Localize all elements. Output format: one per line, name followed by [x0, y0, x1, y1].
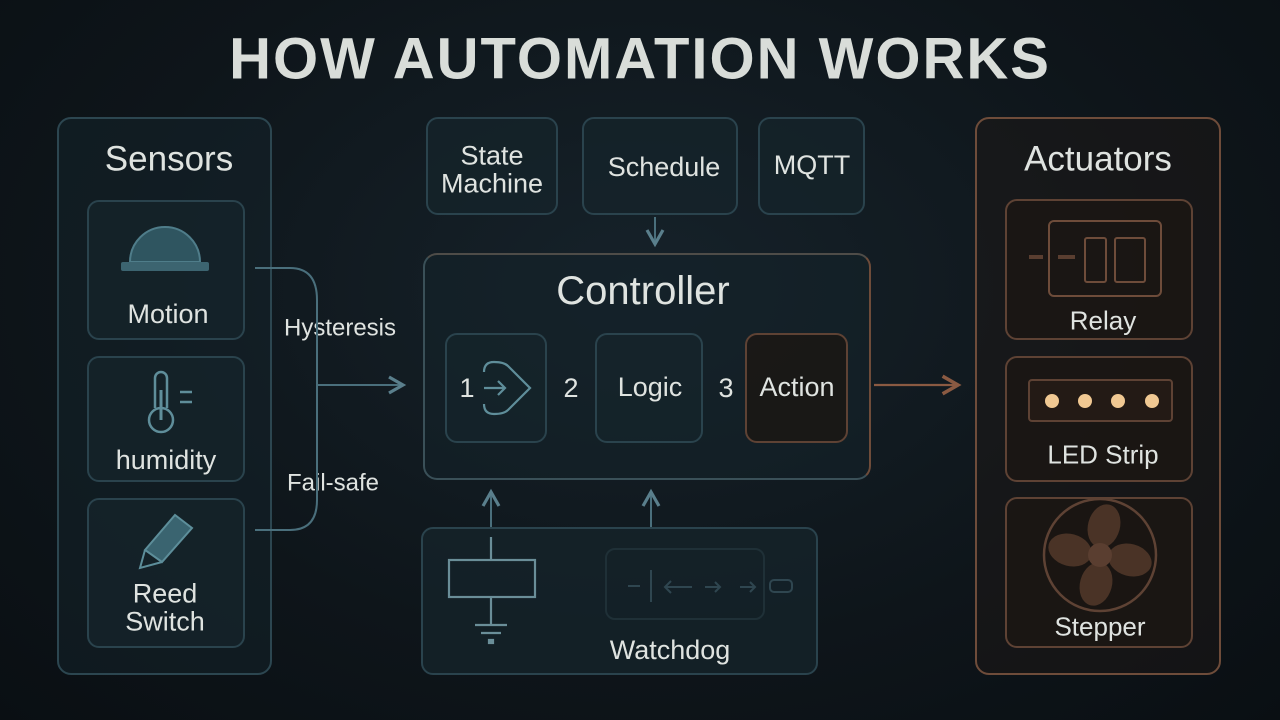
- hysteresis-label: Hysteresis: [283, 314, 397, 342]
- step-number: 1: [459, 372, 475, 403]
- thermometer-icon: [147, 370, 192, 434]
- input-arrow-icon: [482, 360, 532, 416]
- sensor-label: humidity: [115, 444, 217, 475]
- fan-icon: [1042, 497, 1158, 613]
- state-machine-box[interactable]: [426, 117, 558, 215]
- action-box[interactable]: [745, 333, 848, 443]
- action-label: Action: [759, 371, 835, 402]
- watchdog-timer-box: [605, 548, 765, 620]
- motion-sensor-icon: [121, 226, 209, 271]
- relay-symbol-icon: [447, 537, 537, 645]
- watchdog-label: Watchdog: [609, 634, 731, 665]
- reed-switch-icon: [138, 513, 194, 570]
- actuator-label: Stepper: [1054, 611, 1146, 642]
- controller-title: Controller: [556, 269, 730, 313]
- timer-arrows-icon: [628, 570, 793, 602]
- actuator-label: Relay: [1069, 305, 1137, 336]
- logic-label: Logic: [617, 371, 683, 402]
- sensor-label: Reed Switch: [125, 578, 205, 637]
- fail-safe-label: Fail-safe: [286, 469, 380, 497]
- mqtt-box[interactable]: [758, 117, 865, 215]
- logic-box[interactable]: [595, 333, 703, 443]
- mqtt-label: MQTT: [773, 149, 851, 180]
- led-strip-icon: [1028, 379, 1173, 422]
- state-machine-label: State Machine: [440, 140, 544, 199]
- sensor-card-reed-switch[interactable]: [87, 498, 245, 648]
- step-number: 3: [718, 372, 734, 403]
- actuators-title: Actuators: [1024, 139, 1172, 179]
- page-title: HOW AUTOMATION WORKS: [229, 26, 1051, 92]
- schedule-label: Schedule: [607, 151, 721, 182]
- sensors-title: Sensors: [104, 139, 234, 179]
- schedule-box[interactable]: [582, 117, 738, 215]
- sensor-connector-lines: [255, 267, 407, 531]
- actuator-label: LED Strip: [1047, 439, 1159, 470]
- sensor-label: Motion: [127, 298, 209, 329]
- watchdog-panel[interactable]: [421, 527, 818, 675]
- step-number: 2: [563, 372, 579, 403]
- relay-icon: [1029, 220, 1162, 297]
